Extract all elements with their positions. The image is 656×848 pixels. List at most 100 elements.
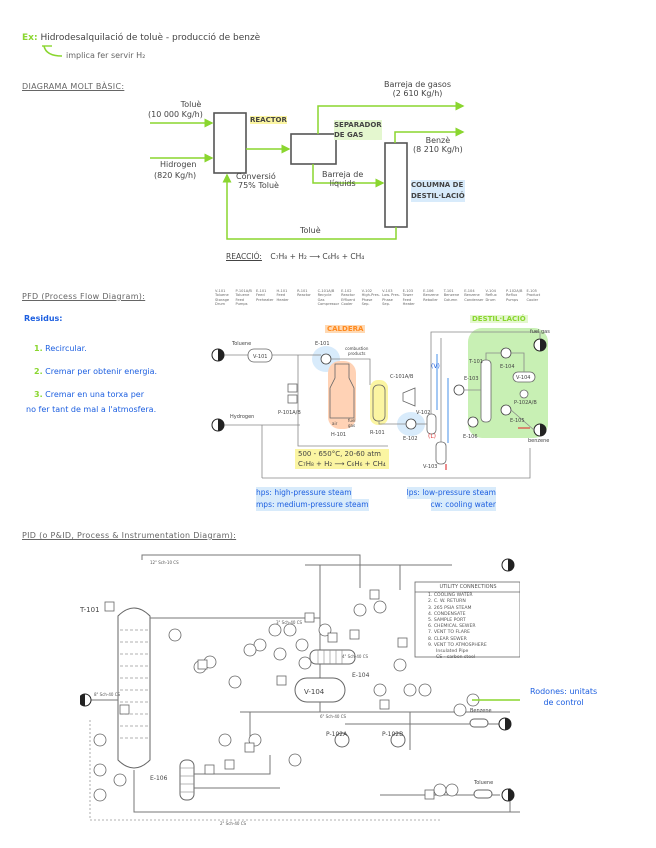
e106-reboiler (179, 759, 195, 801)
utility-connections-box (414, 581, 520, 658)
pid-pump-b-label: P-102B (382, 731, 403, 738)
utility-item: 5. SAMPLE PORT (428, 618, 466, 624)
legend-entry: V-102 High-Pres. Phase Sep. (361, 289, 380, 307)
svg-text:V-101: V-101 (253, 354, 267, 360)
pid-drum-label: V-104 (304, 688, 325, 696)
pid-benzene-label: Benzene (470, 708, 492, 714)
toluene-input-flow: (10 000 Kg/h) (148, 110, 203, 119)
legend-entry: T-101 Benzene Column (443, 289, 460, 302)
c101-compressor (402, 387, 416, 407)
legend-entry: V-103 Low. Pres. Phase Sep. (382, 289, 400, 307)
utility-glossary: hps: high-pressure steam lps: low-pressu… (256, 487, 496, 511)
liquid-stream-label: Barreja de líquids (322, 170, 364, 188)
utility-item: 1. COOLING WATER (428, 593, 473, 599)
pid-benzene-sink-icon (498, 717, 512, 731)
legend-entry: E-106 Benzene Reboiler (423, 289, 439, 302)
legend-entry: E-102 Reactor Effluent Cooler (341, 289, 356, 307)
column-label: COLUMNA DE DESTIL·LACIÓ (411, 180, 465, 202)
p102-pump (519, 389, 529, 399)
utility-item: 6. CHEMICAL SEWER (428, 624, 476, 630)
svg-text:gas: gas (348, 423, 355, 428)
vapor-mark: (V) (431, 363, 440, 370)
separator-label: SEPARADOR DE GAS (334, 120, 382, 140)
legend-entry: E-104 Benzene Condenser (464, 289, 484, 302)
svg-text:E-102: E-102 (403, 436, 418, 442)
e105-exchanger (500, 404, 512, 416)
utility-item: 7. VENT TO FLARE (428, 630, 471, 636)
legend-entry: P-102A/B Reflux Pumps (506, 289, 523, 302)
p101-pump (287, 383, 298, 393)
legend-entry: C-101A/B Recycle Gas Compressor (317, 289, 340, 307)
gas-output-label: Barreja de gasos (2 610 Kg/h) (384, 80, 451, 98)
utility-box-title: UTILITY CONNECTIONS (439, 584, 497, 590)
pid-tower-label: T-101 (80, 606, 100, 614)
benzene-sink-icon (533, 423, 547, 437)
pid-toluene-label: Toluene (473, 780, 493, 786)
svg-text:E-106: E-106 (463, 434, 478, 440)
e104-exchanger (500, 347, 512, 359)
distillation-label: DESTIL·LACIÓ (470, 315, 528, 323)
legend-entry: R-101 Reactor (297, 289, 311, 298)
note-arrow-icon (42, 45, 63, 57)
residue-item: 1. Recircular. (34, 344, 87, 353)
benzene-outlet-arrow (394, 127, 465, 143)
legend-entry: E-101 Feed Preheater (256, 289, 274, 302)
benzene-output-label: Benzè (8 210 Kg/h) (413, 136, 463, 154)
svg-text:T-101: T-101 (468, 359, 483, 365)
utility-item: 9. VENT TO ATMOSPHERE (428, 642, 487, 648)
liquid-mark: (L) (428, 433, 436, 440)
pid-feed-source-icon (80, 693, 92, 707)
intro-title: Hidrodesalquilació de toluè - producció … (40, 33, 261, 43)
t101-tower (117, 607, 151, 769)
pid-heading: PID (o P&ID, Process & Instrumentation D… (22, 531, 237, 540)
toluene-recycle-arrow (222, 173, 397, 240)
svg-text:V-103: V-103 (423, 464, 437, 470)
residues-title: Residus: (24, 314, 63, 323)
svg-text:E-105: E-105 (510, 418, 525, 424)
pid-reboiler-label: E-106 (150, 775, 168, 782)
pid-fuel-gas-sink-icon (501, 558, 515, 572)
reaction-equation: C₇H₈ + H₂ ⟶ C₆H₆ + CH₄ (270, 252, 365, 261)
utility-item: 2. C. W. RETURN (428, 599, 466, 605)
utility-item: 3. 265 PSIA STEAM (428, 605, 472, 611)
svg-text:E-101: E-101 (315, 341, 330, 347)
pfd-hydrogen-label: Hydrogen (230, 414, 254, 420)
pid-condenser-label: E-104 (352, 672, 370, 679)
pfd-toluene-label: Toluene (231, 341, 251, 347)
pfd-heading: PFD (Process Flow Diagram): (22, 292, 146, 301)
toluene-source-icon (211, 348, 225, 362)
recycle-label: Toluè (300, 226, 321, 235)
pid-toluene-sink-icon (501, 788, 515, 802)
e102-exchanger (405, 418, 417, 430)
separator-box (290, 133, 337, 165)
legend-entry: P-101A/B Toluene Feed Pumps (235, 289, 252, 307)
pfd-diagram: Toluene Hydrogen V-101 P-101A/B E-101 H-… (211, 328, 550, 479)
reaction-label: REACCIÓ: (226, 252, 262, 261)
svg-text:benzene: benzene (528, 438, 549, 444)
v102-vessel (426, 413, 437, 435)
intro-title-line: Ex: Hidrodesalquilació de toluè - produc… (22, 33, 260, 43)
e104-condenser (309, 649, 356, 665)
svg-text:2" Sch-40 CS: 2" Sch-40 CS (220, 821, 247, 826)
basic-flow-diagram (150, 101, 465, 240)
svg-text:E-103: E-103 (464, 376, 479, 382)
example-label: Ex: (22, 33, 38, 43)
r101-highlight (370, 380, 388, 425)
liquid-stream-arrow (312, 164, 385, 188)
gas-outlet-arrow (317, 101, 465, 134)
insulated-pipe-legend: Insulated Pipe (436, 649, 469, 655)
svg-text:C-101A/B: C-101A/B (390, 374, 414, 380)
svg-text:air: air (332, 421, 338, 426)
svg-text:4" Sch-40 CS: 4" Sch-40 CS (342, 654, 369, 659)
conversion-label: Conversió 75% Toluè (236, 172, 279, 190)
svg-text:12" Sch-10 CS: 12" Sch-10 CS (150, 560, 179, 565)
reaction-line: REACCIÓ: C₇H₈ + H₂ ⟶ C₆H₆ + CH₄ (226, 252, 364, 261)
caldera-label: CALDERA (325, 325, 366, 333)
hydrogen-input-label: Hidrogen (160, 160, 197, 169)
svg-text:fuel gas: fuel gas (530, 329, 550, 335)
legend-entry: V-104 Reflux Drum (485, 289, 497, 302)
svg-text:E-104: E-104 (500, 364, 515, 370)
